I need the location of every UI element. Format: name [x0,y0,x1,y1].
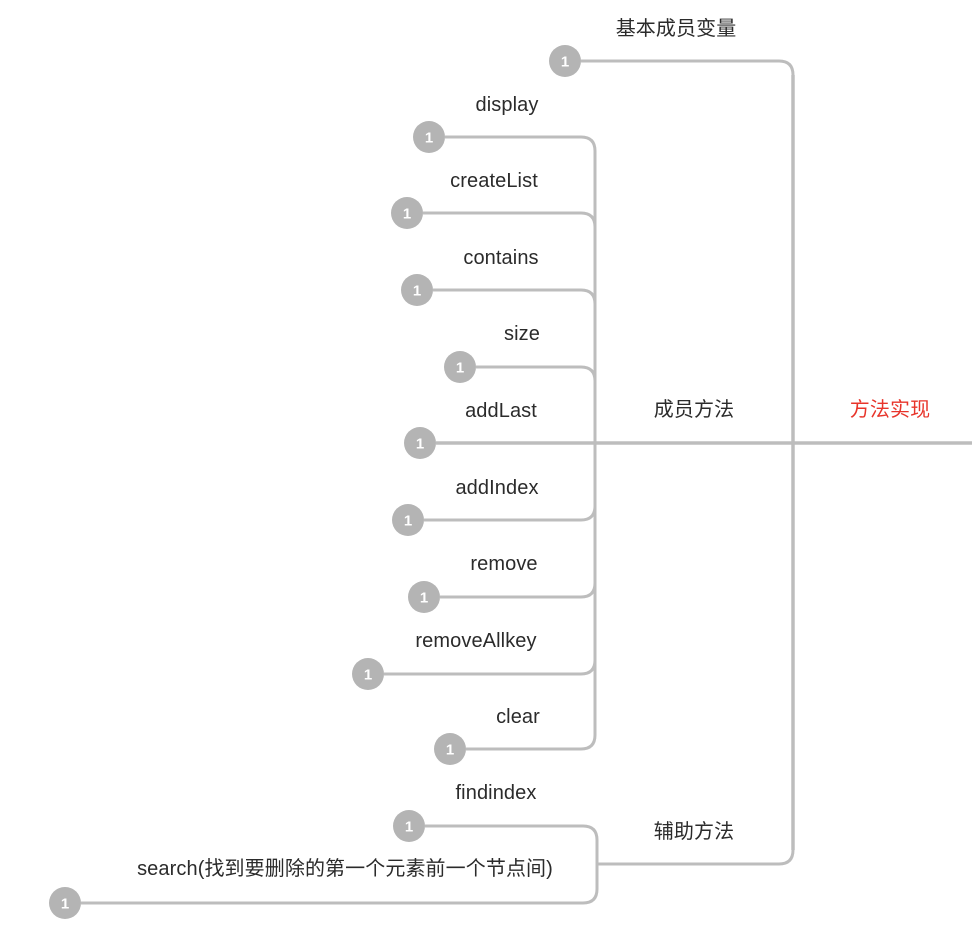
badge-circle [391,197,423,229]
node-label-contains[interactable]: contains [463,247,539,269]
node-label-basic-member-variables[interactable]: 基本成员变量 [615,18,737,40]
node-label-size[interactable]: size [504,323,540,345]
badge-clear[interactable]: 1 [434,733,466,765]
badge-size[interactable]: 1 [444,351,476,383]
connector-addIndex [424,505,597,522]
connector-paths [81,59,972,905]
connector-basic-member-variables [581,59,795,76]
badge-removeAllkey[interactable]: 1 [352,658,384,690]
node-label-addIndex[interactable]: addIndex [455,477,539,499]
badge-circle [549,45,581,77]
connector-helper-methods [597,849,795,866]
node-label-findindex[interactable]: findindex [455,782,537,804]
node-label-helper-methods[interactable]: 辅助方法 [653,821,735,843]
badge-addIndex[interactable]: 1 [392,504,424,536]
node-label-display[interactable]: display [475,94,539,116]
badge-circle [392,504,424,536]
badge-createList[interactable]: 1 [391,197,423,229]
node-label-clear[interactable]: clear [496,706,540,728]
connector-remove [440,582,597,599]
badge-circle [413,121,445,153]
badge-circle [352,658,384,690]
connector-removeAllkey [384,659,597,676]
node-label-member-methods[interactable]: 成员方法 [653,399,735,421]
badge-contains[interactable]: 1 [401,274,433,306]
node-label-remove[interactable]: remove [470,553,538,575]
node-label-root[interactable]: 方法实现 [849,399,931,421]
node-label-addLast[interactable]: addLast [465,400,537,422]
connector-contains [433,288,597,305]
connector-search [81,888,599,905]
node-label-removeAllkey[interactable]: removeAllkey [415,630,537,652]
badge-display[interactable]: 1 [413,121,445,153]
badge-remove[interactable]: 1 [408,581,440,613]
connector-size [476,365,597,382]
badge-circle [444,351,476,383]
badge-circle [408,581,440,613]
badge-circle [404,427,436,459]
badge-circle [434,733,466,765]
badge-circle [393,810,425,842]
connector-display [445,135,597,152]
connector-createList [423,211,597,228]
badge-search[interactable]: 1 [49,887,81,919]
node-label-search[interactable]: search(找到要删除的第一个元素前一个节点间) [137,858,553,880]
badge-findindex[interactable]: 1 [393,810,425,842]
connector-findindex [425,824,599,841]
connector-clear [466,734,597,751]
badge-basic-member-variables[interactable]: 1 [549,45,581,77]
badge-addLast[interactable]: 1 [404,427,436,459]
badge-circle [401,274,433,306]
node-label-createList[interactable]: createList [450,170,538,192]
badge-circle [49,887,81,919]
